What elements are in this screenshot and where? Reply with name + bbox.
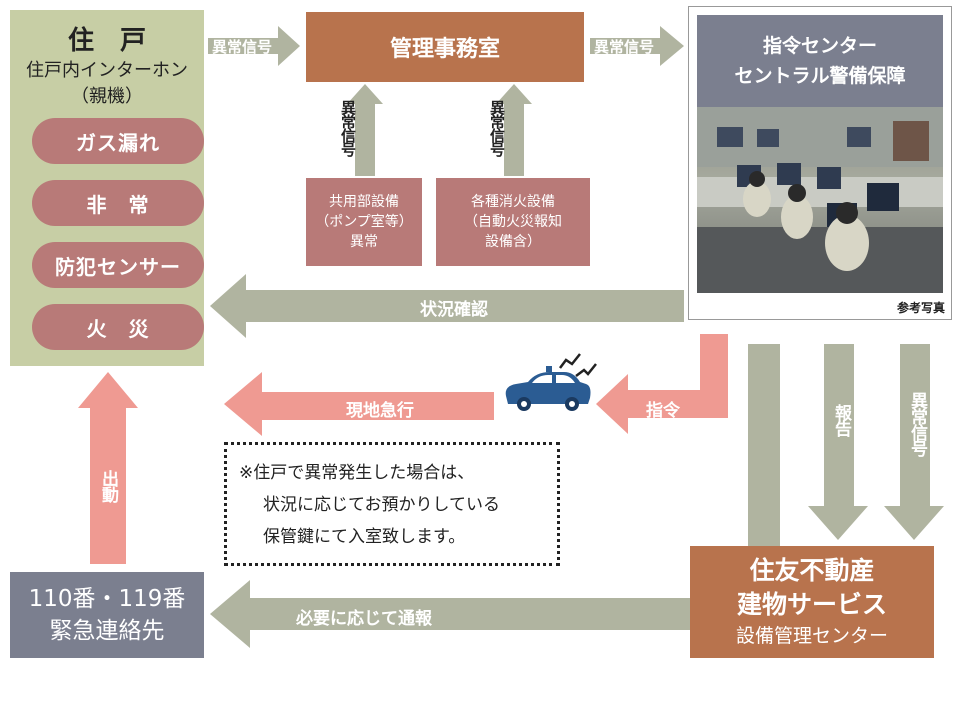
label-dispatch: 出動 bbox=[98, 470, 118, 502]
label-abnormal-vertical-2: 異常信号 bbox=[488, 100, 506, 156]
command-center-title2: セントラル警備保障 bbox=[734, 65, 906, 87]
fire-equipment-line1: 各種消火設備 bbox=[471, 194, 555, 210]
antenna-signal-icon bbox=[559, 353, 597, 377]
label-notify: 必要に応じて通報 bbox=[296, 609, 432, 629]
arrow-report bbox=[808, 344, 868, 540]
label-abnormal-vertical-3: 異常信号 bbox=[907, 392, 927, 456]
emergency-contact-box: 110番・119番 緊急連絡先 bbox=[10, 572, 204, 658]
emergency-line2: 緊急連絡先 bbox=[49, 618, 165, 644]
arrow-rush-to-site bbox=[224, 372, 494, 436]
note-line1: ※住戸で異常発生した場合は、 bbox=[239, 463, 475, 483]
common-equipment-line1: 共用部設備 bbox=[329, 194, 399, 210]
emergency-line1: 110番・119番 bbox=[28, 586, 186, 612]
label-report: 報告 bbox=[831, 404, 851, 436]
common-equipment-line3: 異常 bbox=[350, 234, 378, 250]
arrow-status-check bbox=[210, 274, 684, 338]
common-equipment-box: 共用部設備 （ポンプ室等） 異常 bbox=[306, 178, 422, 266]
label-abnormal-signal-2: 異常信号 bbox=[594, 38, 655, 56]
residence-panel: 住 戸 住戸内インターホン （親機） ガス漏れ 非 常 防犯センサー 火 災 bbox=[10, 10, 204, 366]
sumitomo-center-box: 住友不動産 建物サービス 設備管理センター bbox=[690, 546, 934, 658]
sensor-emergency: 非 常 bbox=[32, 180, 204, 226]
sumitomo-line1: 住友不動産 bbox=[749, 556, 875, 585]
sensor-security: 防犯センサー bbox=[32, 242, 204, 288]
note-box: ※住戸で異常発生した場合は、 状況に応じてお預かりしている 保管鍵にて入室致しま… bbox=[224, 442, 560, 566]
arrow-common-to-office bbox=[347, 84, 383, 176]
fire-equipment-line3: 設備含） bbox=[485, 234, 541, 250]
note-line2: 状況に応じてお預かりしている bbox=[263, 495, 500, 515]
car-icon bbox=[505, 366, 591, 411]
arrow-command bbox=[596, 334, 728, 434]
label-abnormal-vertical-1: 異常信号 bbox=[339, 100, 357, 156]
label-status-check: 状況確認 bbox=[420, 300, 488, 320]
label-rush-to-site: 現地急行 bbox=[346, 401, 414, 421]
label-abnormal-signal-1: 異常信号 bbox=[212, 38, 273, 56]
fire-equipment-box: 各種消火設備 （自動火災報知 設備含） bbox=[436, 178, 590, 266]
residence-title: 住 戸 bbox=[67, 26, 146, 56]
arrow-fire-to-office bbox=[496, 84, 532, 176]
sensor-gas-leak: ガス漏れ bbox=[32, 118, 204, 164]
sumitomo-line3: 設備管理センター bbox=[735, 625, 888, 647]
arrow-office-to-center bbox=[590, 26, 684, 66]
photo-caption: 参考写真 bbox=[896, 301, 945, 315]
command-center-panel: 指令センター セントラル警備保障 参考写真 bbox=[688, 6, 952, 320]
monitoring-room-photo bbox=[697, 107, 943, 293]
label-command: 指令 bbox=[646, 401, 680, 421]
arrow-dispatch bbox=[78, 372, 138, 564]
management-office: 管理事務室 bbox=[306, 12, 584, 82]
residence-subtitle: 住戸内インターホン bbox=[26, 60, 188, 81]
residence-subtitle2: （親機） bbox=[71, 86, 143, 107]
photo-drawing bbox=[697, 107, 943, 293]
arrow-abnormal-down bbox=[884, 344, 944, 540]
arrow-residence-to-office bbox=[208, 26, 300, 66]
common-equipment-line2: （ポンプ室等） bbox=[315, 214, 413, 230]
sumitomo-line2: 建物サービス bbox=[736, 590, 887, 619]
sensor-fire: 火 災 bbox=[32, 304, 204, 350]
command-center-title1: 指令センター bbox=[762, 35, 877, 57]
note-line3: 保管鍵にて入室致します。 bbox=[263, 527, 466, 547]
command-center-header: 指令センター セントラル警備保障 bbox=[697, 15, 943, 107]
fire-equipment-line2: （自動火災報知 bbox=[464, 214, 562, 230]
